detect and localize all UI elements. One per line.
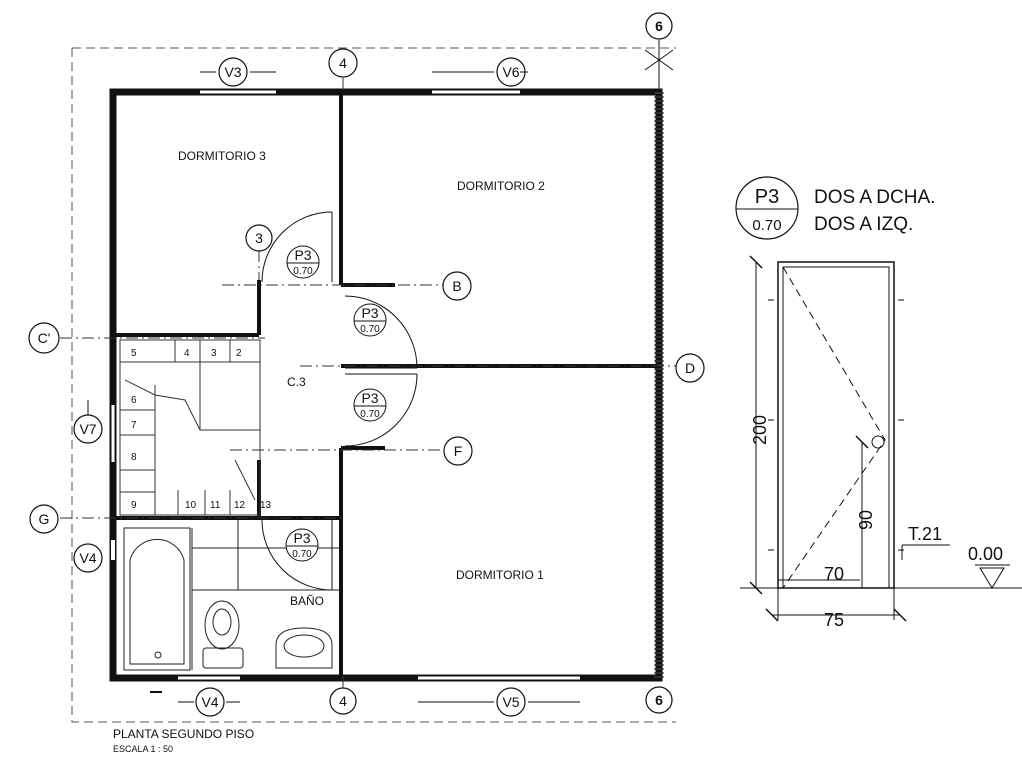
axis-marker-v4-side [73,543,103,573]
staircase [119,339,261,516]
plan-title: PLANTA SEGUNDO PISO [113,727,254,741]
axis-marker-4-top [328,48,358,78]
door-tag-3 [353,388,387,422]
axis-marker-v3 [218,57,248,87]
room-label-dormitorio-1: DORMITORIO 1 [456,568,544,582]
stair-step-8: 8 [131,452,137,463]
axis-marker-6-bottom [645,686,673,714]
stair-step-5: 5 [131,348,137,359]
door-handle [871,435,885,449]
door-detail-code: P3 [755,186,779,208]
door-tags [285,245,387,562]
door-elevation [740,255,1022,622]
axis-lines [60,78,677,690]
axis-marker-f [443,436,473,466]
plan-scale: ESCALA 1 : 50 [113,744,173,754]
axis-marker-3 [245,224,273,252]
axis-label-v5: V5 [502,694,519,710]
door-detail-swing-left: DOS A IZQ. [814,214,913,235]
axis-label-f: F [454,443,463,459]
axis-label-v4-bottom: V4 [201,694,218,710]
axis-label-b: B [452,278,461,294]
stair-step-11: 11 [210,500,221,511]
axis-label-v3: V3 [224,64,241,80]
interior-walls [115,95,657,676]
axis-label-v6: V6 [502,64,519,80]
axis-label-v4-side: V4 [79,550,96,566]
stair-step-2: 2 [236,348,242,359]
stair-step-9: 9 [131,500,137,511]
axis-marker-c-prime [28,322,60,354]
stair-step-4: 4 [184,348,190,359]
door-detail-legend: P3 0.70 DOS A DCHA. DOS A IZQ. [735,176,935,240]
stair-step-6: 6 [131,395,137,406]
door-leaf-width-dimension: 70 [824,564,844,584]
stair-step-7: 7 [131,420,137,431]
axis-label-6-top: 6 [655,18,663,34]
window-sills [110,89,580,681]
room-label-bath: BAÑO [290,594,324,608]
axis-marker-v5 [496,687,526,717]
door-handle-height-dimension: 90 [856,510,876,530]
stair-step-3: 3 [211,348,217,359]
axis-label-c-prime: C' [38,330,51,346]
door-tag-1-code: P3 [294,247,311,263]
door-tag-1 [286,245,320,279]
door-height-dimension: 200 [750,415,770,445]
axis-label-g: G [39,511,50,527]
axis-label-v7: V7 [79,421,96,437]
room-label-dormitorio-2: DORMITORIO 2 [457,179,545,193]
door-swings [261,211,418,591]
door-tag-4-code: P3 [293,530,310,546]
axis-marker-v4-bottom [195,687,225,717]
axis-marker-4-bottom [329,687,357,715]
door-tag-3-code: P3 [361,390,378,406]
toilet [204,600,240,650]
axis-label-6-bottom: 6 [655,692,663,708]
axis-marker-d [675,353,705,383]
door-tag-2-width: 0.70 [360,324,380,335]
door-tag-4 [285,528,319,562]
axis-marker-connectors [87,40,674,703]
door-detail-width: 0.70 [752,217,781,234]
axis-label-3: 3 [255,230,263,246]
windows [111,90,580,680]
room-label-corridor: C.3 [287,375,306,389]
floor-level-label: 0.00 [968,544,1003,564]
door-detail-swing-right: DOS A DCHA. [814,187,935,208]
axis-marker-b [442,271,472,301]
axis-label-4-bottom: 4 [339,693,347,709]
door-tag-1-width: 0.70 [293,266,313,277]
room-label-dormitorio-3: DORMITORIO 3 [178,149,266,163]
door-tag-2-code: P3 [361,305,378,321]
exterior-walls [109,88,664,682]
axis-marker-6-top [645,12,673,40]
door-tag-3-width: 0.70 [360,409,380,420]
axis-markers [28,12,705,717]
eave-outline [71,47,676,723]
axis-marker-g [29,504,59,534]
stair-step-10: 10 [185,500,197,511]
axis-label-d: D [685,360,695,376]
washbasin [275,627,333,669]
stair-step-12: 12 [234,500,246,511]
axis-label-4-top: 4 [339,55,347,71]
door-frame-width-dimension: 75 [824,610,844,630]
door-tag-4-width: 0.70 [292,549,312,560]
door-tag-2 [353,303,387,337]
threshold-label: T.21 [908,524,942,544]
stair-step-13: 13 [260,500,272,511]
